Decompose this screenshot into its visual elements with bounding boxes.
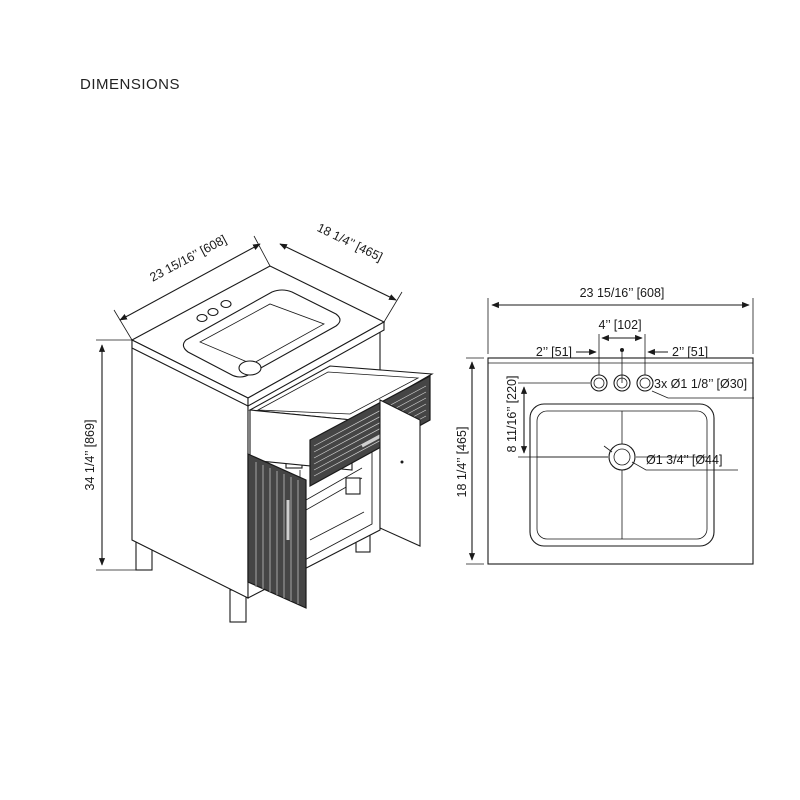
faucet-hole-center [207,307,219,317]
hinge-upper [345,477,361,495]
top-depth-label: 18 1/4’’ [465] [455,427,469,498]
iso-depth-label: 18 1/4’’ [465] [315,221,385,265]
top-countertop-outline [487,357,754,565]
right-door-panel [379,399,421,547]
top-view [487,357,754,565]
open-drawer [248,365,434,488]
isometric-vanity [130,265,434,623]
top-right-offset-label: 2’’ [51] [672,345,708,359]
top-left-offset-label: 2’’ [51] [536,345,572,359]
top-sink-outer [529,403,715,547]
page-heading: DIMENSIONS [80,76,181,93]
countertop-edge-front [247,321,385,407]
top-drain-outer [608,443,636,471]
top-drain-label: Ø1 3/4’’ [Ø44] [646,453,722,467]
top-faucet-holes-label: 3x Ø1 1/8’’ [Ø30] [654,377,747,391]
iso-width-label: 23 15/16’’ [608] [147,232,228,284]
drain-circle [238,360,262,376]
top-width-label: 23 15/16’’ [608] [580,286,665,300]
drawer-front-panel [309,375,431,488]
iso-height-label: 34 1/4’’ [869] [83,420,97,491]
iso-dimension-lines [96,235,403,571]
open-door [247,453,307,609]
faucet-hole-right [220,299,232,309]
top-drain-inner [613,448,631,466]
top-dimension-lines [466,298,754,565]
faucet-hole-left [196,313,208,323]
top-spread-label: 4’’ [102] [598,318,641,332]
top-faucet-depth-label: 8 11/16’’ [220] [505,376,519,453]
